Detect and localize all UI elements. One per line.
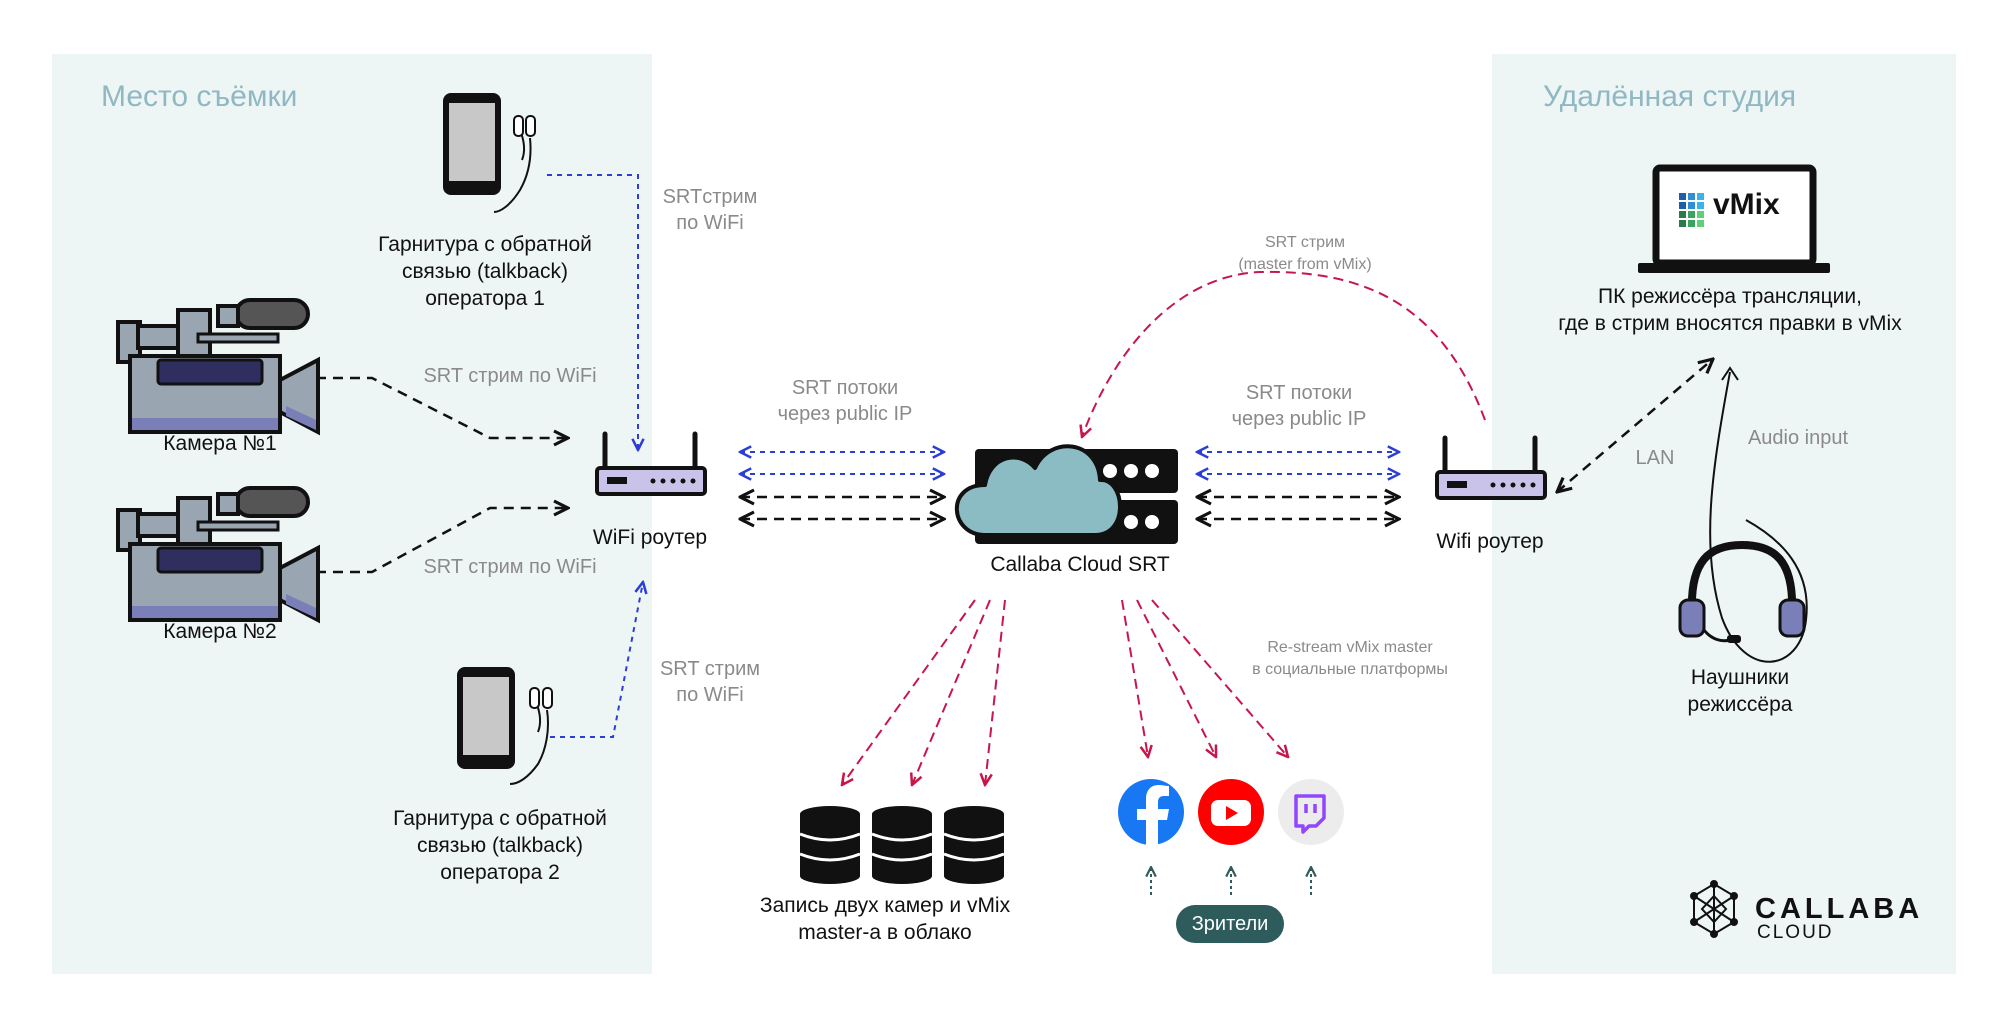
callaba-logo-subtext: CLOUD <box>1757 922 1834 943</box>
cloud-label: Callaba Cloud SRT <box>990 553 1170 576</box>
youtube-icon <box>1198 779 1264 845</box>
srt-master-label: SRT стрим (master from vMix) <box>1238 234 1372 273</box>
edge-master-return <box>1082 270 1486 437</box>
router-left-label: WiFi роутер <box>592 526 708 549</box>
edge-camera2-router <box>316 508 568 574</box>
headphones-icon <box>1678 540 1806 643</box>
edge-cloud-facebook <box>1121 599 1148 757</box>
srt-wifi-bottom-label: SRT стрим по WiFi <box>659 658 761 706</box>
headset2-label: Гарнитура с обратной связью (talkback) о… <box>393 807 607 884</box>
callaba-logo-icon <box>1690 880 1738 938</box>
router-right-label: Wifi роутер <box>1436 530 1544 553</box>
remote-studio-title: Удалённая студия <box>1543 80 1797 113</box>
lan-label: LAN <box>1635 447 1675 469</box>
edge-lan <box>1557 359 1713 492</box>
camera1-label: Камера №1 <box>163 432 277 455</box>
callaba-logo-text: CALLABA <box>1755 893 1924 925</box>
edge-cloud-youtube <box>1136 599 1216 757</box>
database-icon <box>798 804 862 886</box>
vmix-logo-text: vMix <box>1713 188 1780 221</box>
edge-cloud-twitch <box>1151 599 1288 757</box>
edge-cloud-storage-2 <box>912 599 991 785</box>
public-ip-left-label: SRT потоки через public IP <box>777 377 913 425</box>
database-icon <box>942 804 1006 886</box>
restream-label: Re-stream vMix master в социальные платф… <box>1252 639 1448 678</box>
smartphone-icon <box>457 667 515 769</box>
edge-cloud-storage-1 <box>842 599 976 785</box>
audio-input-label: Audio input <box>1747 427 1849 449</box>
srt-camera2-label: SRT стрим по WiFi <box>423 556 597 578</box>
viewers-badge: Зрители <box>1176 905 1284 943</box>
cloud-server-icon <box>954 444 1178 544</box>
edge-headset2-router <box>550 582 643 738</box>
audio-input-arrowhead <box>1721 366 1739 381</box>
srt-wifi-top-label: SRTстрим по WiFi <box>662 186 758 234</box>
smartphone-icon <box>443 93 501 195</box>
earphones-icon <box>493 115 536 213</box>
edge-audio-input-cable <box>1709 371 1808 663</box>
database-icon <box>870 804 934 886</box>
facebook-icon <box>1118 779 1184 845</box>
public-ip-right-label: SRT потоки через public IP <box>1231 382 1367 430</box>
camera2-label: Камера №2 <box>163 620 277 643</box>
edge-cloud-storage-3 <box>985 599 1006 785</box>
headset1-label: Гарнитура с обратной связью (talkback) о… <box>378 233 592 310</box>
storage-label: Запись двух камер и vMix master-а в обла… <box>759 894 1011 944</box>
director-headphones-label: Наушники режиссёра <box>1687 666 1793 716</box>
director-pc-label: ПК режиссёра трансляции, где в стрим вно… <box>1558 285 1902 335</box>
earphones-icon <box>509 687 553 785</box>
edge-camera1-router <box>316 376 568 438</box>
srt-camera1-label: SRT стрим по WiFi <box>423 365 597 387</box>
shooting-location-title: Место съёмки <box>101 80 298 113</box>
laptop-icon <box>1638 164 1830 273</box>
edge-headset1-router <box>547 174 638 450</box>
vmix-logo-grid <box>1679 193 1704 227</box>
twitch-icon <box>1278 779 1344 845</box>
